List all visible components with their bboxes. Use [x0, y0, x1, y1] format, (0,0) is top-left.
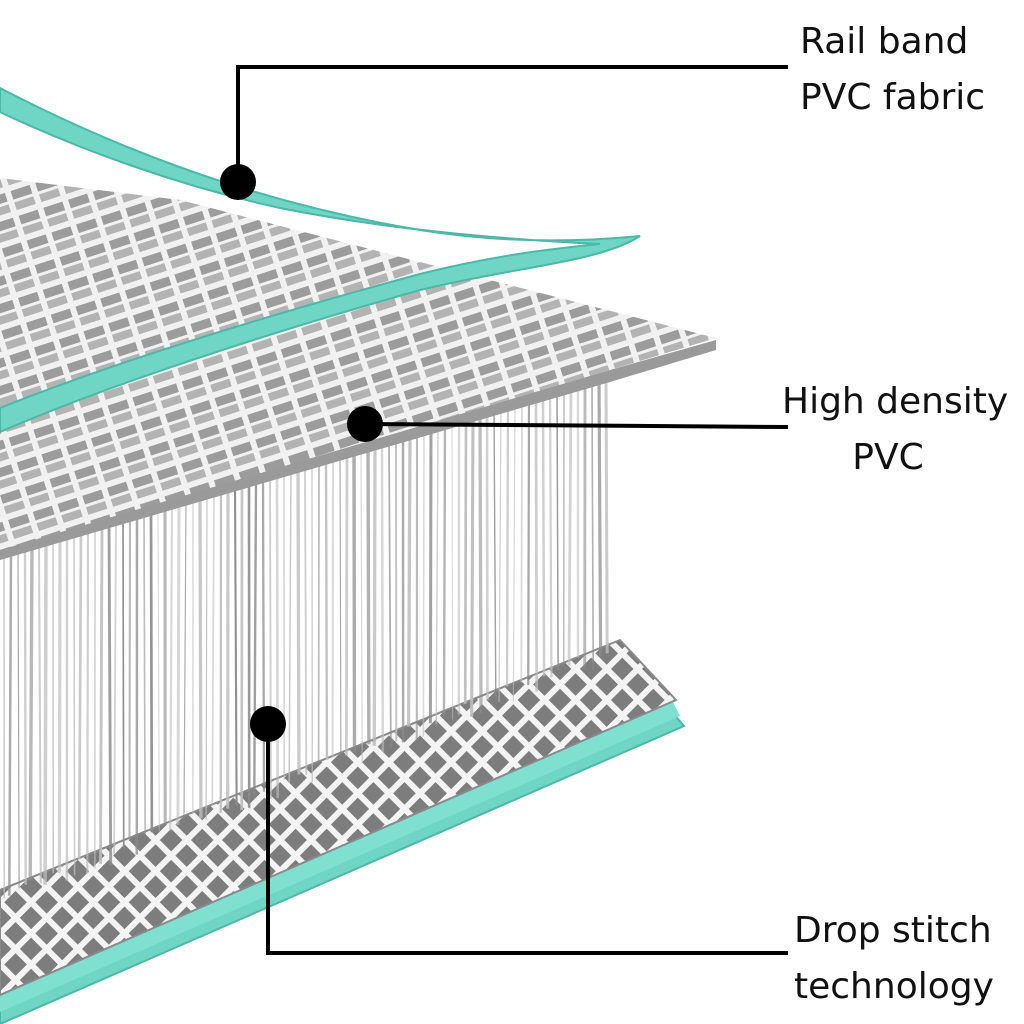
stitch-thread — [128, 517, 132, 838]
stitch-thread — [86, 530, 90, 874]
stitch-thread — [143, 513, 147, 835]
stitch-thread — [352, 451, 357, 752]
rail-band-label-line1: Rail band — [800, 21, 969, 62]
stitch-thread — [77, 532, 83, 860]
stitch-thread — [422, 430, 425, 737]
stitch-thread — [211, 492, 215, 806]
stitch-thread — [366, 447, 371, 745]
top-fabric-edge — [0, 340, 716, 560]
stitch-thread — [149, 511, 154, 833]
stitch-thread — [567, 387, 573, 666]
drop-stitch-label: Drop stitch technology — [794, 903, 994, 1015]
stitch-thread — [451, 422, 454, 720]
stitch-thread — [269, 476, 272, 799]
stitch-thread — [43, 542, 48, 885]
stitch-thread — [548, 393, 553, 678]
drop-stitch-label-line1: Drop stitch — [794, 910, 992, 951]
stitch-thread — [183, 501, 187, 819]
stitch-thread — [17, 550, 20, 889]
stitch-thread — [597, 379, 603, 657]
top-rail-band — [0, 86, 641, 434]
stitch-thread — [122, 519, 125, 849]
stitch-thread — [380, 443, 385, 752]
stitch-thread — [505, 406, 510, 687]
stitch-thread — [512, 404, 516, 702]
stitch-thread — [288, 470, 292, 783]
stitch-thread — [176, 503, 181, 825]
stitch-thread — [253, 480, 258, 796]
leader-dot-rail — [220, 164, 256, 200]
stitch-thread — [57, 538, 62, 873]
stitch-thread — [463, 418, 468, 704]
stitch-thread — [8, 552, 13, 896]
stitch-thread — [23, 548, 27, 885]
stitch-thread — [28, 546, 34, 881]
bottom-rail-band-side — [0, 700, 680, 1012]
stitch-thread — [296, 468, 301, 775]
stitch-thread — [591, 381, 594, 671]
rail-band-label: Rail band PVC fabric — [800, 14, 985, 126]
rail-band-label-line2: PVC fabric — [800, 77, 986, 118]
stitch-thread — [493, 410, 497, 697]
stitch-thread — [205, 494, 208, 820]
leader-dot-drop — [250, 706, 286, 742]
bottom-fabric-layer — [0, 638, 678, 997]
top-fabric-surface — [0, 178, 716, 550]
stitch-thread — [478, 414, 483, 714]
stitch-thread — [527, 399, 531, 685]
stitch-thread — [470, 416, 475, 717]
leader-dot-hd — [347, 406, 383, 442]
stitch-thread — [541, 395, 546, 677]
stitch-thread — [339, 455, 342, 756]
high-density-label-line2: PVC — [852, 437, 924, 478]
stitch-thread — [556, 391, 559, 670]
stitch-thread — [304, 465, 308, 775]
stitch-thread — [435, 426, 439, 725]
stitch-thread — [604, 377, 609, 654]
stitch-thread — [534, 397, 539, 692]
stitch-thread — [324, 459, 329, 760]
stitch-thread — [406, 435, 412, 727]
stitch-thread — [442, 424, 447, 717]
stitch-thread — [198, 496, 203, 819]
leader-line-rail — [236, 65, 788, 182]
high-density-label-line1: High density — [782, 381, 1009, 422]
stitch-thread — [372, 445, 377, 746]
stitch-thread — [498, 408, 502, 703]
stitch-thread — [38, 544, 42, 884]
high-density-label: High density PVC — [782, 374, 1009, 486]
stitch-thread — [344, 453, 349, 756]
stitch-thread — [275, 474, 279, 799]
stitch-thread — [388, 441, 392, 748]
stitch-thread — [360, 449, 363, 764]
stitch-thread — [73, 534, 76, 876]
stitch-thread — [99, 525, 104, 864]
drop-stitch-label-line2: technology — [794, 966, 994, 1007]
stitch-thread — [520, 401, 523, 683]
stitch-thread — [157, 509, 160, 831]
stitch-thread — [107, 523, 113, 866]
stitch-thread — [169, 505, 174, 831]
stitch-thread — [428, 428, 433, 724]
stitch-thread — [261, 478, 266, 792]
stitch-thread — [233, 486, 238, 806]
stitch-thread — [113, 521, 117, 855]
drop-stitch-threads — [3, 377, 609, 899]
leader-line-hd — [364, 422, 789, 429]
leader-line-drop — [266, 724, 788, 955]
